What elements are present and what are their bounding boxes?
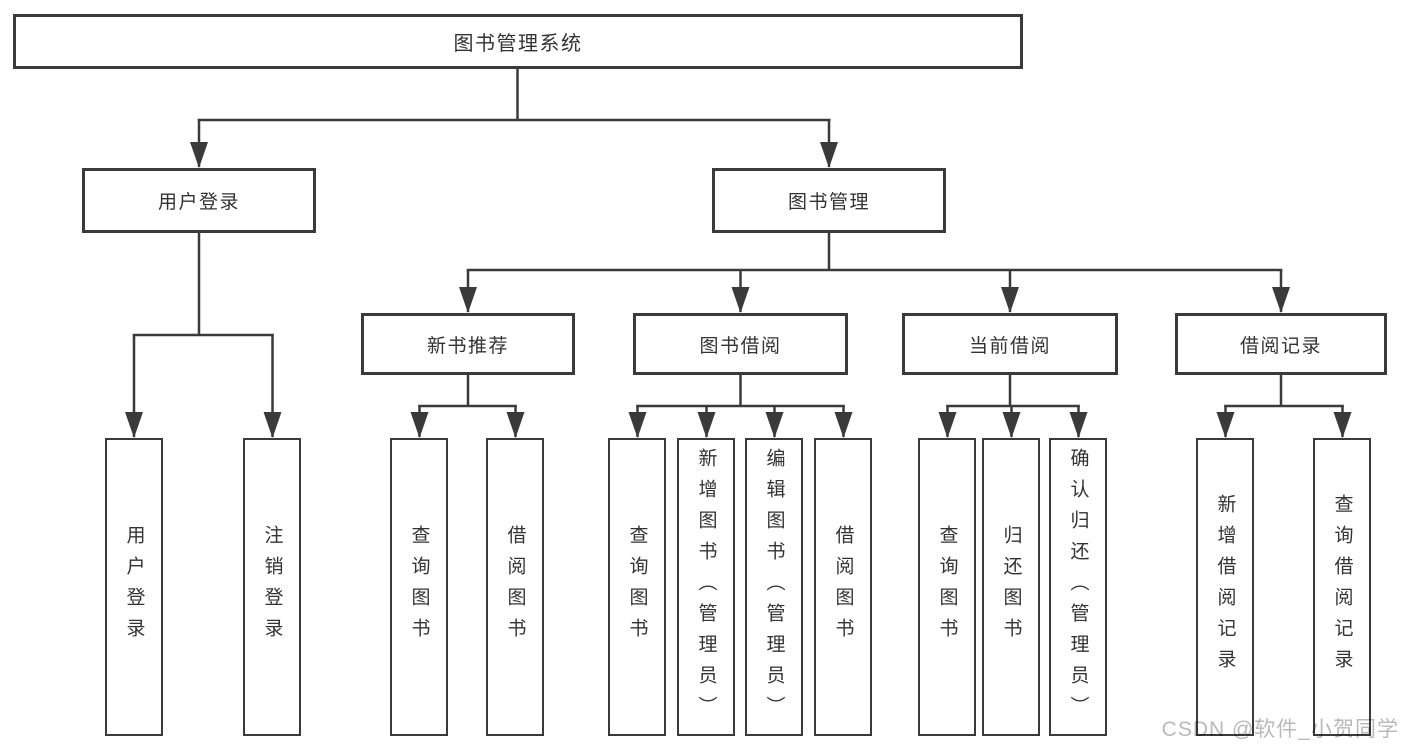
node-current-borrow: 当前借阅 — [902, 313, 1118, 375]
leaf-label: 编辑图书（管理员） — [763, 447, 785, 727]
leaf-label: 查询借阅记录 — [1331, 494, 1353, 680]
csdn-watermark: CSDN @软件_小贺同学 — [1161, 718, 1399, 741]
leaf-label: 确认归还（管理员） — [1067, 447, 1089, 727]
leaf-query-borrow-record: 查询借阅记录 — [1313, 438, 1371, 736]
leaf-label: 借阅图书 — [832, 525, 854, 649]
node-label: 图书管理系统 — [453, 33, 583, 55]
leaf-logout: 注销登录 — [243, 438, 301, 736]
leaf-borrow-book-recommend: 借阅图书 — [486, 438, 544, 736]
leaf-label: 新增借阅记录 — [1214, 494, 1236, 680]
node-label: 借阅记录 — [1239, 335, 1322, 357]
leaf-confirm-return-admin: 确认归还（管理员） — [1049, 438, 1107, 736]
leaf-label: 借阅图书 — [504, 525, 526, 649]
node-library-system: 图书管理系统 — [13, 14, 1023, 69]
leaf-label: 归还图书 — [1000, 525, 1022, 649]
leaf-label: 查询图书 — [626, 525, 648, 649]
leaf-label: 注销登录 — [261, 525, 283, 649]
leaf-query-book-current: 查询图书 — [918, 438, 976, 736]
leaf-label: 新增图书（管理员） — [695, 447, 717, 727]
leaf-add-book-admin: 新增图书（管理员） — [677, 438, 735, 736]
node-label: 图书管理 — [787, 192, 870, 213]
leaf-query-book-recommend: 查询图书 — [390, 438, 448, 736]
leaf-label: 查询图书 — [408, 525, 430, 649]
leaf-query-book-borrow: 查询图书 — [608, 438, 666, 736]
node-label: 新书推荐 — [426, 335, 509, 357]
leaf-label: 查询图书 — [936, 525, 958, 649]
node-book-borrow: 图书借阅 — [633, 313, 848, 375]
leaf-return-book: 归还图书 — [982, 438, 1040, 736]
node-new-book-recommend: 新书推荐 — [361, 313, 575, 375]
leaf-user-login: 用户登录 — [105, 438, 163, 736]
leaf-borrow-book: 借阅图书 — [814, 438, 872, 736]
node-label: 用户登录 — [157, 192, 240, 213]
leaf-label: 用户登录 — [123, 525, 145, 649]
node-book-management: 图书管理 — [712, 168, 946, 233]
node-label: 当前借阅 — [968, 335, 1051, 357]
node-user-login: 用户登录 — [82, 168, 316, 233]
node-borrow-record: 借阅记录 — [1175, 313, 1387, 375]
leaf-edit-book-admin: 编辑图书（管理员） — [745, 438, 803, 736]
node-label: 图书借阅 — [699, 335, 782, 357]
leaf-add-borrow-record: 新增借阅记录 — [1196, 438, 1254, 736]
